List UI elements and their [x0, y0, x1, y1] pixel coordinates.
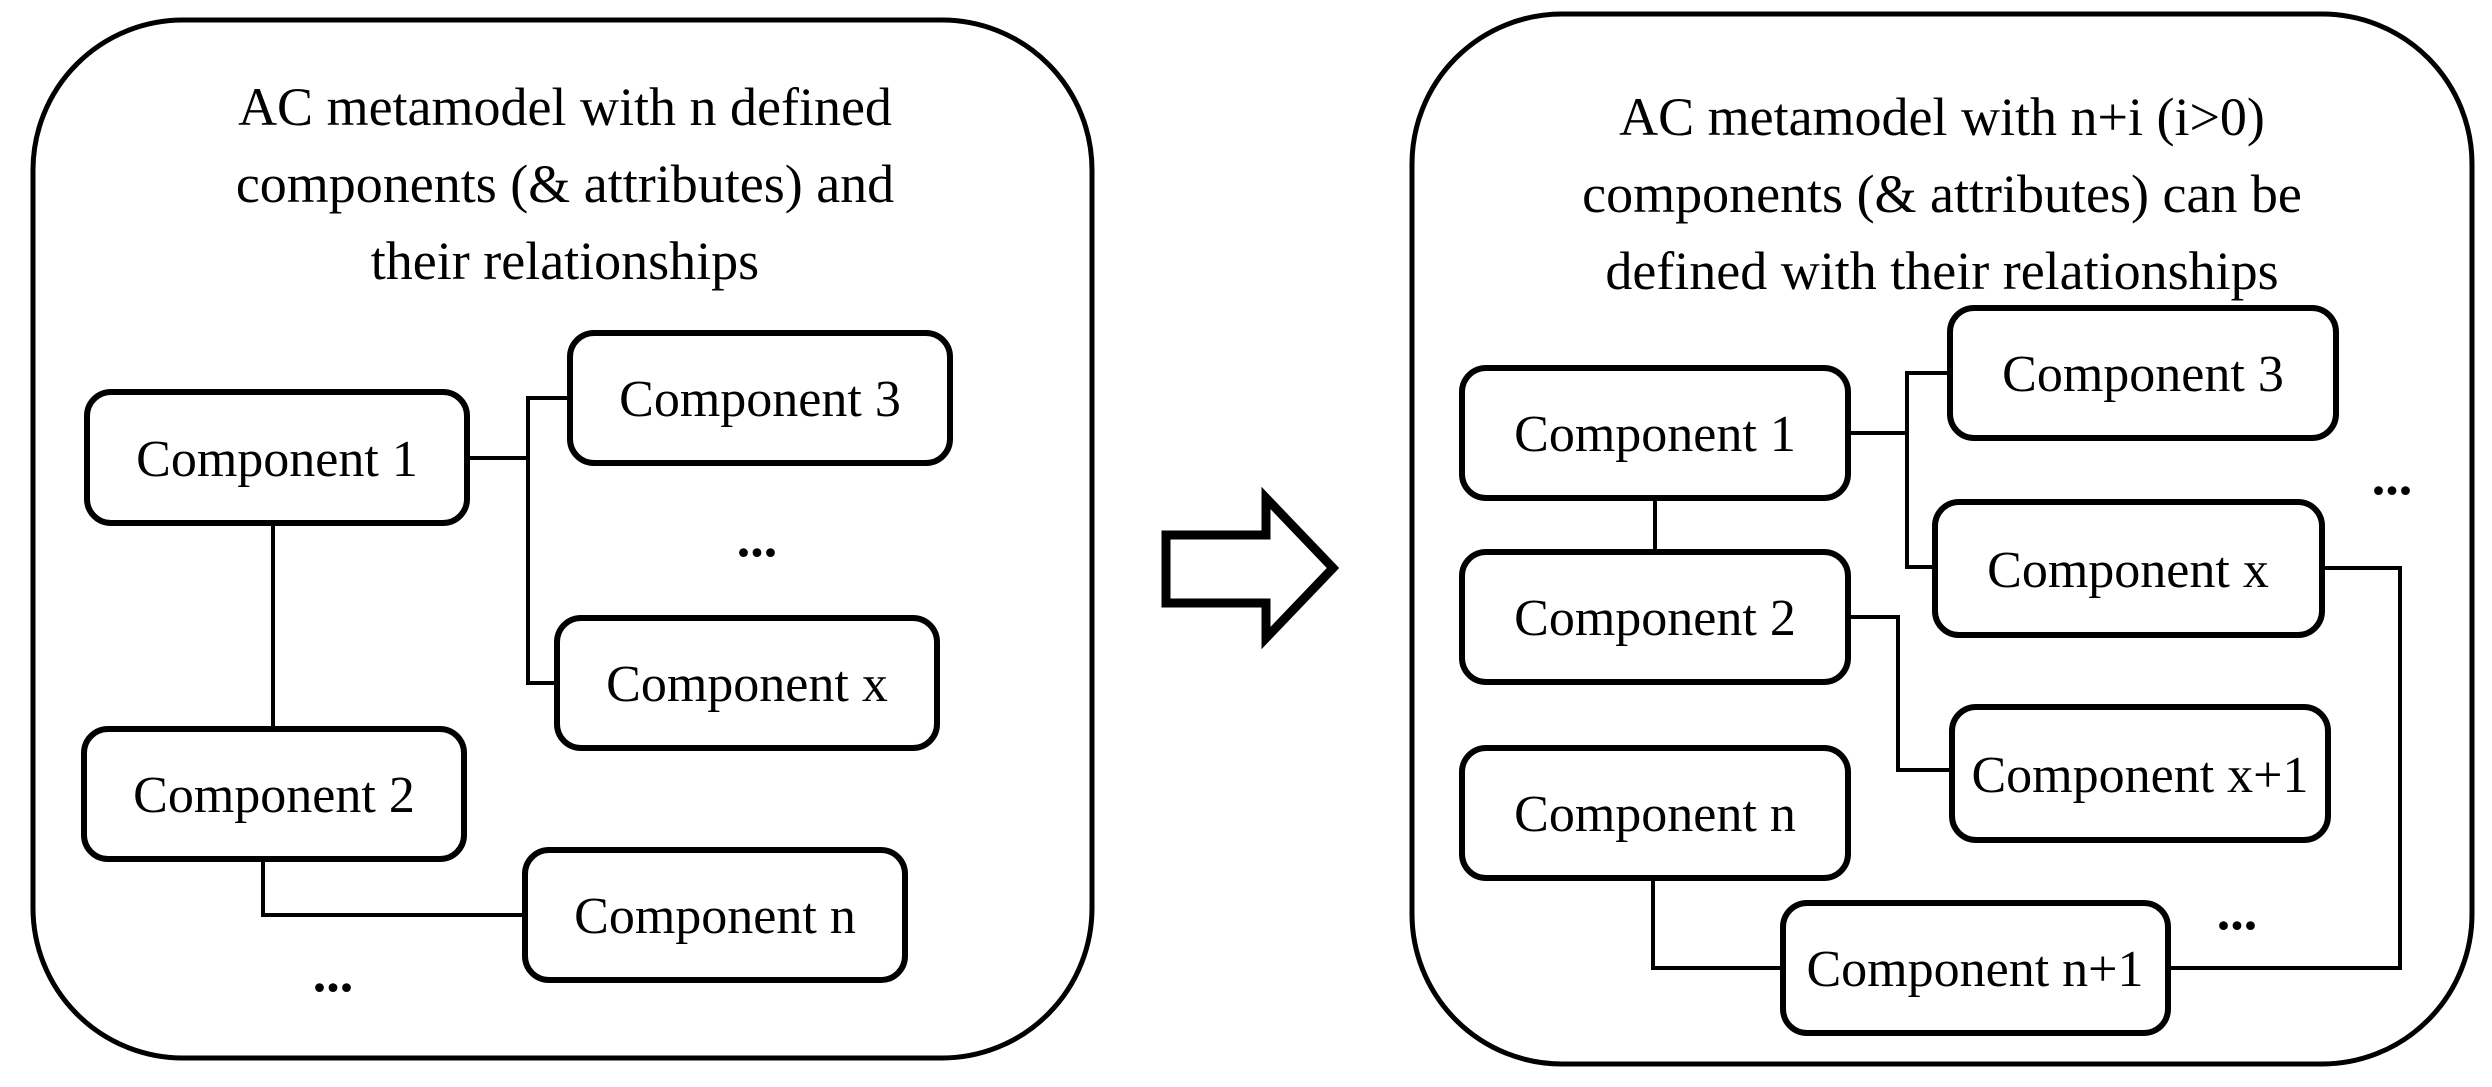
right-node-component-x-label: Component x — [1987, 542, 2269, 599]
left-node-component-2-box — [81, 726, 467, 862]
right-node-component-x1-box — [1949, 704, 2331, 843]
left-connector-c3-cx — [526, 396, 570, 685]
right-panel-title-line-2: components (& attributes) can be — [1582, 164, 2302, 224]
left-node-component-3: Component 3 — [567, 330, 953, 466]
left-node-component-3-box — [567, 330, 953, 466]
transform-arrow-icon — [1161, 486, 1340, 650]
left-node-component-n: Component n — [522, 847, 908, 983]
left-node-component-n-label: Component n — [574, 888, 856, 945]
left-node-component-x: Component x — [554, 615, 940, 751]
right-connector-cn-cn1 — [1651, 878, 1783, 970]
right-node-component-n-box — [1459, 745, 1851, 881]
right-connector-cx-cn1 — [2168, 566, 2402, 970]
left-node-component-2: Component 2 — [81, 726, 467, 862]
right-node-component-n1: Component n+1 — [1780, 900, 2171, 1036]
right-node-component-n1-box — [1780, 900, 2171, 1036]
left-node-component-3-label: Component 3 — [619, 371, 901, 428]
left-node-component-x-label: Component x — [606, 656, 888, 713]
right-node-component-1-box — [1459, 365, 1851, 501]
left-node-component-2-label: Component 2 — [133, 767, 415, 824]
right-node-component-1-label: Component 1 — [1514, 406, 1796, 463]
right-ellipsis-mid: ... — [2372, 446, 2413, 506]
left-node-component-x-box — [554, 615, 940, 751]
left-panel-title-line-3: their relationships — [371, 231, 759, 291]
right-node-component-n: Component n — [1459, 745, 1851, 881]
right-node-component-1: Component 1 — [1459, 365, 1851, 501]
left-node-component-1: Component 1 — [84, 389, 470, 526]
right-node-component-3-label: Component 3 — [2002, 346, 2284, 403]
right-panel-title-line-3: defined with their relationships — [1605, 241, 2278, 301]
right-node-component-3-box — [1947, 305, 2339, 441]
left-ellipsis-bottom: ... — [313, 943, 354, 1003]
right-panel-title-line-1: AC metamodel with n+i (i>0) — [1619, 87, 2265, 147]
right-panel: AC metamodel with n+i (i>0) components (… — [1409, 11, 2475, 1067]
right-ellipsis-bottom: ... — [2217, 881, 2258, 941]
left-connector-c2-cn — [261, 859, 525, 917]
left-panel-title-line-2: components (& attributes) and — [236, 154, 894, 214]
right-node-component-2-label: Component 2 — [1514, 590, 1796, 647]
left-node-component-n-box — [522, 847, 908, 983]
right-node-component-x: Component x — [1932, 499, 2325, 638]
left-node-component-1-box — [84, 389, 470, 526]
right-node-component-n-label: Component n — [1514, 786, 1796, 843]
right-node-component-x1-label: Component x+1 — [1972, 747, 2309, 804]
right-node-component-n1-label: Component n+1 — [1807, 941, 2144, 998]
right-connector-c2-cx1 — [1848, 615, 1952, 772]
left-panel-title-line-1: AC metamodel with n defined — [238, 77, 892, 137]
left-ellipsis-mid: ... — [737, 508, 778, 568]
right-node-component-2: Component 2 — [1459, 549, 1851, 685]
right-connector-c3-cx — [1905, 371, 1950, 569]
left-panel: AC metamodel with n defined components (… — [30, 17, 1095, 1061]
right-node-component-x1: Component x+1 — [1949, 704, 2331, 843]
left-node-component-1-label: Component 1 — [136, 431, 418, 488]
right-node-component-x-box — [1932, 499, 2325, 638]
right-node-component-3: Component 3 — [1947, 305, 2339, 441]
right-node-component-2-box — [1459, 549, 1851, 685]
